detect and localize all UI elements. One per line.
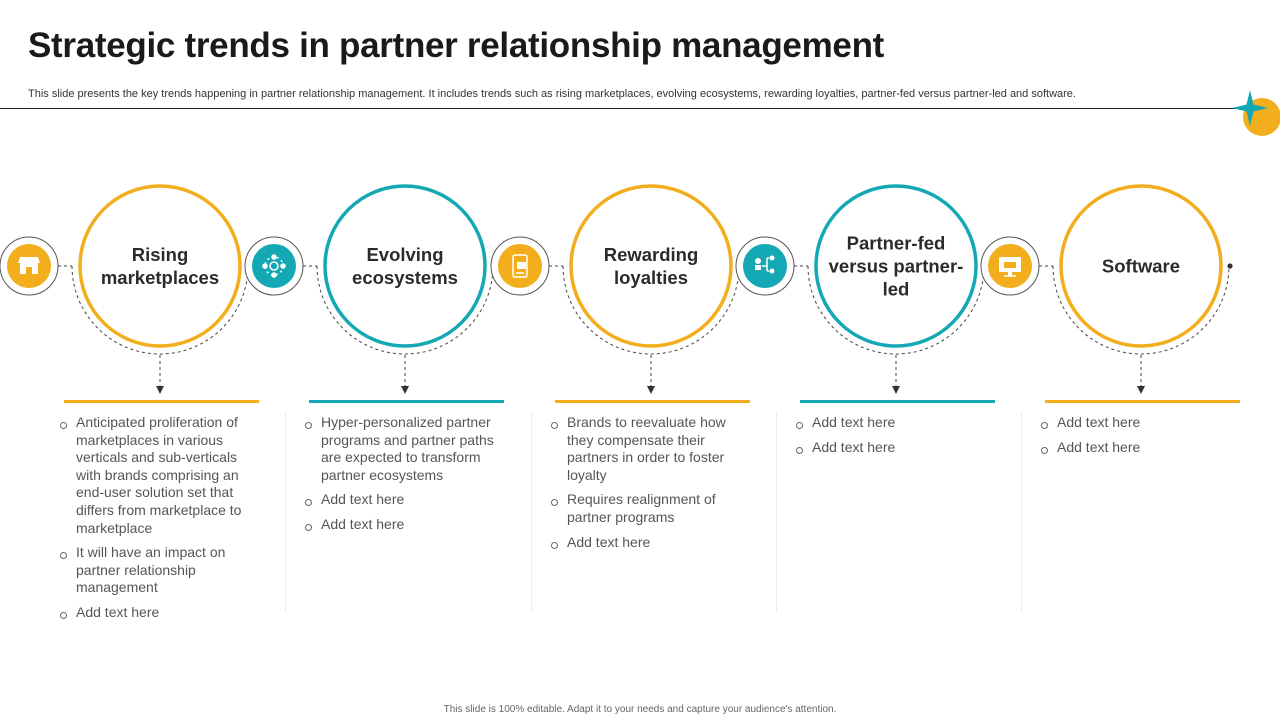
ecosystem-network-icon	[262, 254, 286, 278]
trend-title: Software	[1101, 255, 1181, 277]
arrow-head	[892, 386, 900, 394]
trend-bar	[1045, 400, 1240, 403]
bullet-item: Requires realignment of partner programs	[549, 491, 749, 526]
trend-ring	[569, 184, 733, 348]
arrow-head	[647, 386, 655, 394]
icon-badge-fill	[252, 244, 296, 288]
slide-title: Strategic trends in partner relationship…	[28, 26, 885, 65]
bullet-item: Hyper-personalized partner programs and …	[303, 414, 503, 484]
bullet-item: Add text here	[549, 534, 749, 552]
bullet-item: Add text here	[794, 414, 994, 432]
mobile-reward-icon	[512, 254, 528, 278]
trend-ring	[1059, 184, 1223, 348]
partner-hierarchy-icon	[755, 255, 775, 274]
bullet-item: Brands to reevaluate how they compensate…	[549, 414, 749, 484]
dashed-half-ring	[1052, 265, 1230, 355]
bullet-item: Add text here	[303, 491, 503, 509]
dashed-half-ring	[316, 265, 494, 355]
arrow-head	[1137, 386, 1145, 394]
software-monitor-icon	[999, 257, 1021, 277]
trend-ring	[78, 184, 242, 348]
dashed-half-ring	[807, 265, 985, 355]
connector-dot	[1227, 263, 1233, 269]
trend-ring	[814, 184, 978, 348]
storefront-icon	[18, 257, 40, 274]
bullet-item: Add text here	[58, 604, 258, 622]
corner-sparkle-decoration	[1232, 90, 1280, 136]
trend-title: Partner-fed versus partner-led	[828, 232, 964, 300]
trend-title: Rewarding loyalties	[603, 244, 699, 288]
header-divider	[0, 108, 1250, 109]
trend-bar	[64, 400, 259, 403]
trend-bullet-list: Anticipated proliferation of marketplace…	[58, 414, 258, 629]
trend-bar	[555, 400, 750, 403]
column-separator	[1021, 412, 1022, 612]
bullet-item: Add text here	[1039, 439, 1239, 457]
slide-subtitle: This slide presents the key trends happe…	[28, 88, 1076, 100]
arrow-head	[401, 386, 409, 394]
dashed-half-ring	[562, 265, 740, 355]
bullet-item: Add text here	[1039, 414, 1239, 432]
trend-bullet-list: Hyper-personalized partner programs and …	[303, 414, 503, 541]
column-separator	[285, 412, 286, 612]
bullet-item: Anticipated proliferation of marketplace…	[58, 414, 258, 537]
column-separator	[776, 412, 777, 612]
trend-bar	[800, 400, 995, 403]
trend-bullet-list: Brands to reevaluate how they compensate…	[549, 414, 749, 558]
trend-title: Rising marketplaces	[100, 244, 220, 288]
trend-ring	[323, 184, 487, 348]
trend-bar	[309, 400, 504, 403]
bullet-item: It will have an impact on partner relati…	[58, 544, 258, 597]
trend-title: Evolving ecosystems	[352, 244, 458, 288]
bullet-item: Add text here	[794, 439, 994, 457]
column-separator	[531, 412, 532, 612]
bullet-item: Add text here	[303, 516, 503, 534]
dashed-half-ring	[71, 265, 249, 355]
footer-note: This slide is 100% editable. Adapt it to…	[443, 704, 837, 715]
arrow-head	[156, 386, 164, 394]
